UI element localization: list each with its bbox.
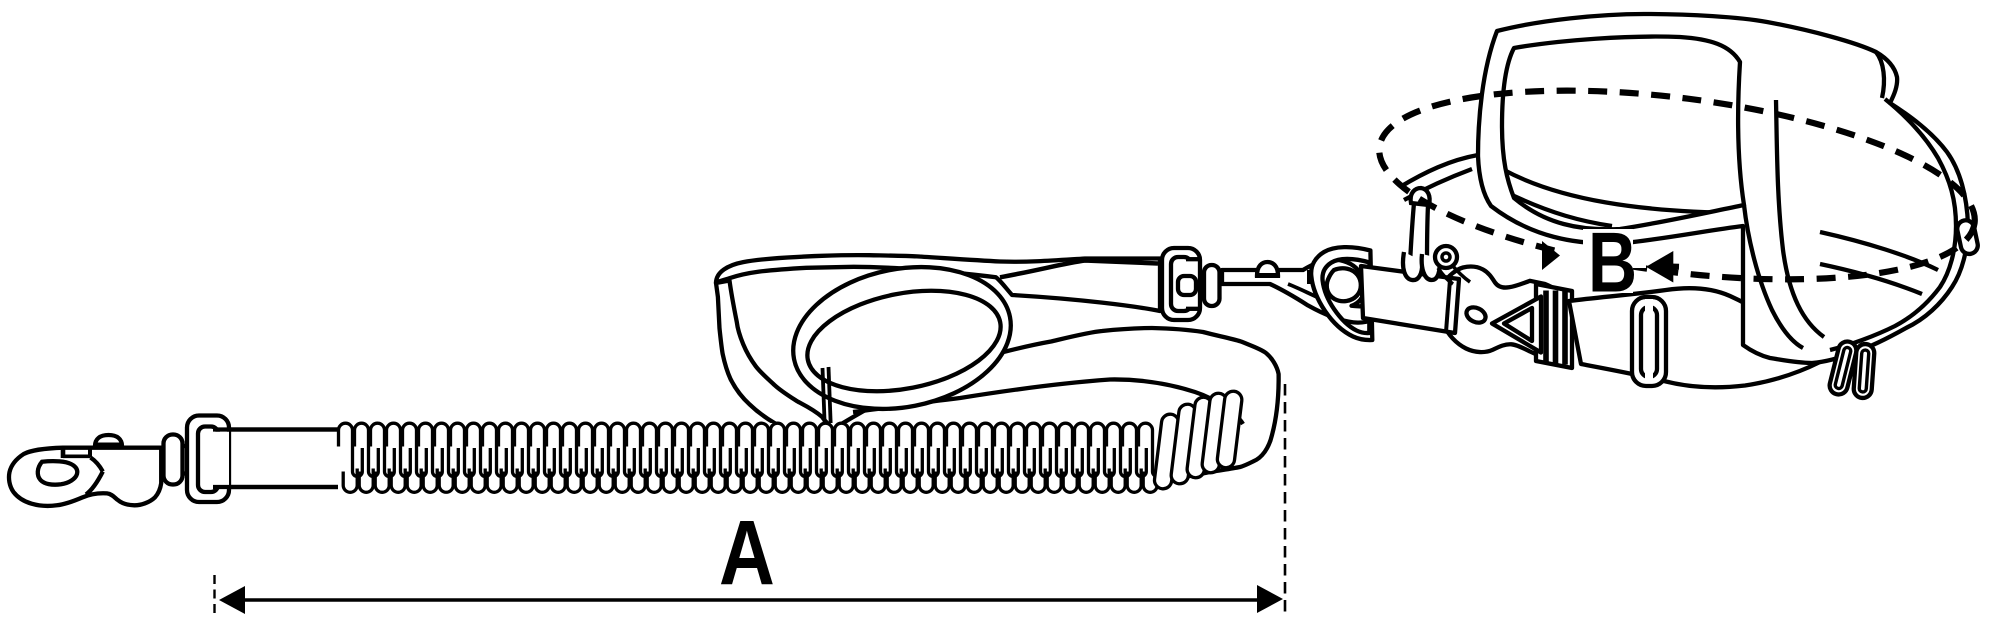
svg-text:A: A [719, 502, 775, 605]
svg-text:B: B [1588, 215, 1637, 310]
